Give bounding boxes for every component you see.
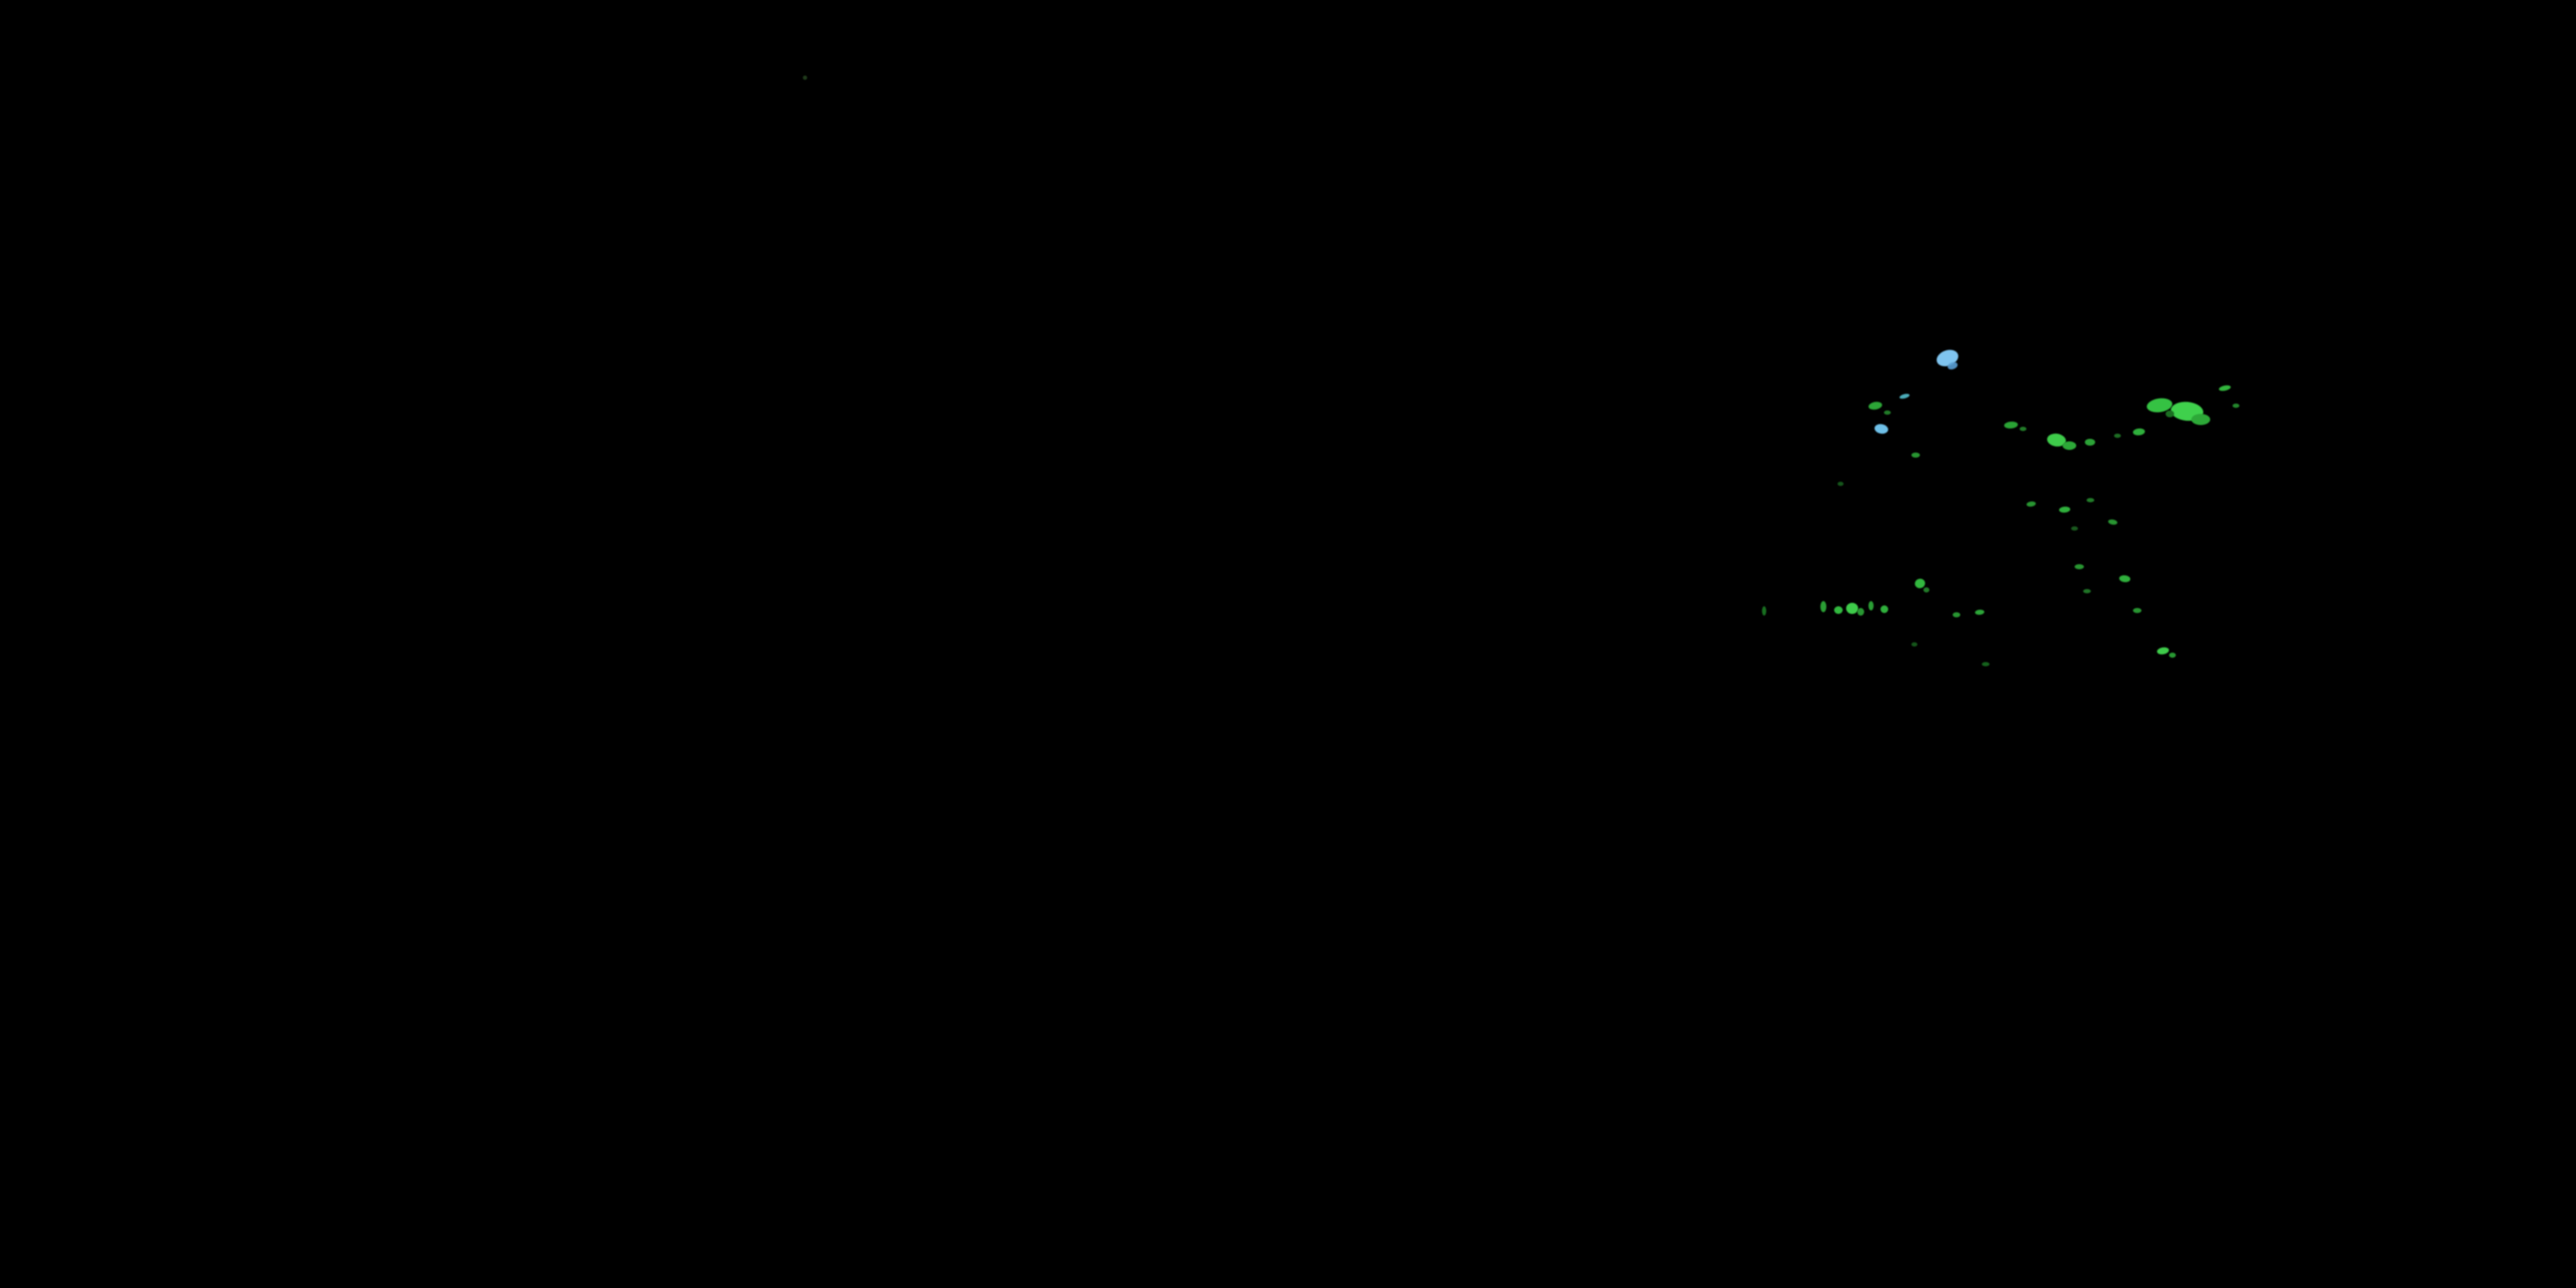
blob-45 bbox=[1982, 662, 1990, 666]
blob-12 bbox=[2233, 404, 2239, 408]
blob-38 bbox=[1923, 587, 1929, 592]
blob-10 bbox=[2166, 410, 2174, 417]
blob-27 bbox=[2075, 564, 2084, 569]
blob-29 bbox=[2083, 589, 2091, 593]
blob-35 bbox=[1868, 601, 1874, 611]
blob-36 bbox=[1880, 605, 1888, 613]
blob-43 bbox=[2156, 646, 2170, 656]
blob-4 bbox=[1868, 400, 1883, 411]
blob-16 bbox=[2063, 441, 2076, 450]
blob-0 bbox=[803, 76, 807, 80]
blob-40 bbox=[1974, 609, 1985, 616]
blob-32 bbox=[1834, 606, 1843, 614]
blob-21 bbox=[1838, 482, 1844, 486]
blob-41 bbox=[2133, 608, 2142, 613]
blob-20 bbox=[1911, 453, 1920, 458]
blob-39 bbox=[1953, 612, 1960, 617]
blob-6 bbox=[1874, 422, 1889, 435]
blob-3 bbox=[1899, 392, 1911, 400]
blob-28 bbox=[2118, 574, 2131, 583]
blob-13 bbox=[2003, 421, 2019, 429]
blob-9 bbox=[2191, 414, 2210, 425]
blob-23 bbox=[2058, 506, 2071, 513]
blob-34 bbox=[1857, 608, 1864, 616]
blob-26 bbox=[2071, 526, 2078, 531]
blob-33 bbox=[1846, 603, 1858, 614]
blob-5 bbox=[1884, 410, 1891, 415]
blob-11 bbox=[2218, 384, 2232, 392]
blob-42 bbox=[1911, 642, 1917, 647]
blob-22 bbox=[2026, 501, 2037, 507]
blob-17 bbox=[2085, 439, 2095, 446]
blob-30 bbox=[1762, 606, 1766, 616]
blob-14 bbox=[2020, 427, 2026, 431]
blob-25 bbox=[2107, 519, 2118, 526]
blob-24 bbox=[2087, 498, 2094, 502]
blob-44 bbox=[2169, 653, 2176, 658]
blob-19 bbox=[2132, 428, 2146, 436]
blob-18 bbox=[2114, 434, 2121, 438]
blob-31 bbox=[1820, 601, 1826, 612]
